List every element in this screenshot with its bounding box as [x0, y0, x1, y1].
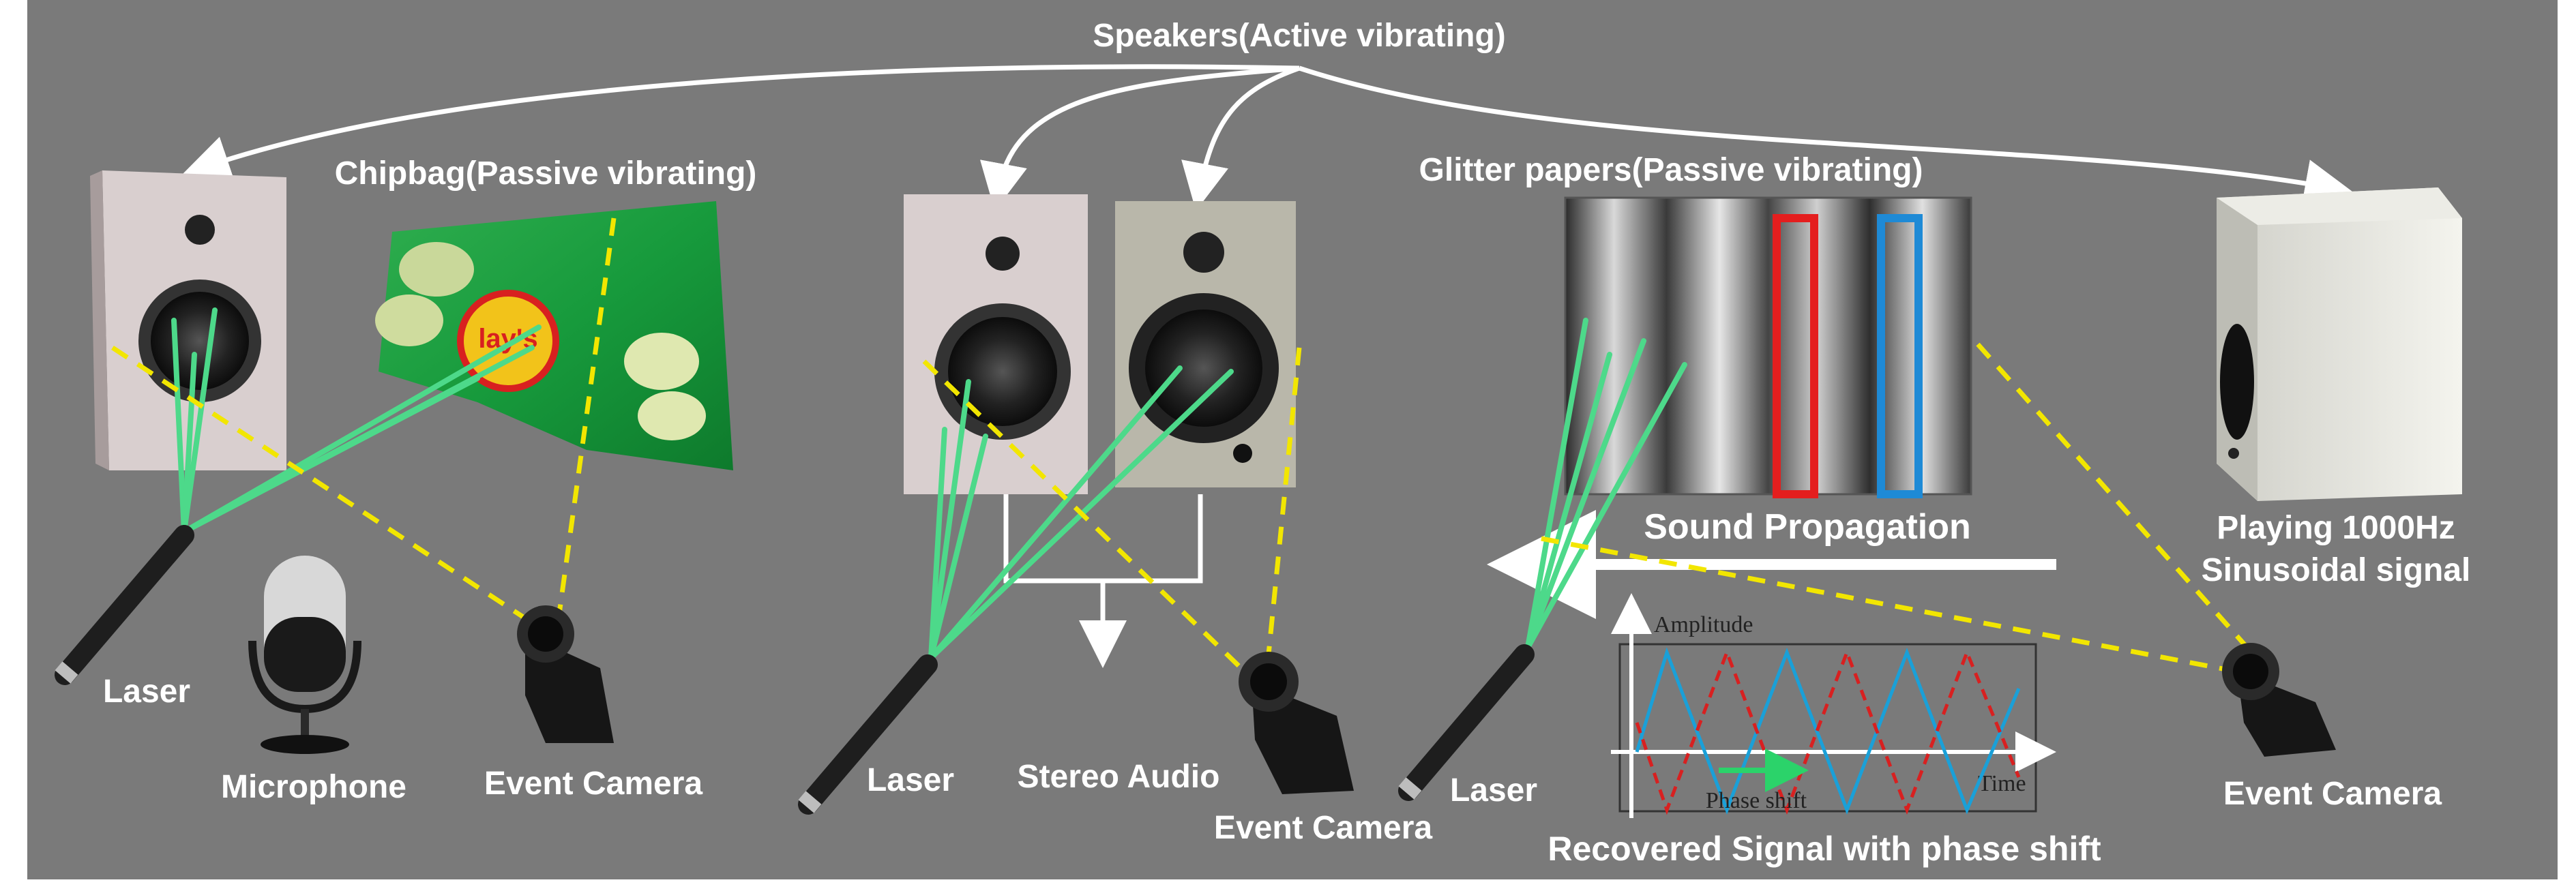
event-camera-icon — [1239, 652, 1354, 794]
speakers-label: Speakers(Active vibrating) — [1093, 18, 1506, 54]
speaker-icon — [904, 194, 1088, 494]
playing-label-line1: Playing 1000Hz — [2217, 510, 2455, 546]
laser-label-1: Laser — [103, 674, 190, 710]
camera-sightlines-1 — [111, 217, 617, 629]
blue-region-box — [1877, 214, 1923, 498]
microphone-icon — [248, 556, 361, 754]
chipbag-icon: lay's — [375, 201, 733, 470]
stereo-audio-label: Stereo Audio — [1018, 759, 1220, 795]
signal-wave-red — [1635, 647, 2021, 815]
event-camera-icon — [517, 605, 614, 743]
signal-wave-blue — [1635, 647, 2021, 815]
arrow-to-speaker-3 — [1181, 65, 1301, 211]
recovered-signal-label: Recovered Signal with phase shift — [1548, 830, 2101, 868]
glitter-label: Glitter papers(Passive vibrating) — [1419, 152, 1923, 188]
phase-shift-annotation: Phase shift — [1706, 788, 1807, 813]
phase-shift-plot: Amplitude Time Phase shift — [1611, 593, 2056, 818]
arrow-to-speaker-2 — [980, 65, 1300, 211]
laser-beams-1 — [171, 307, 542, 534]
speaker-icon — [1115, 201, 1296, 487]
stereo-connector — [1003, 494, 1203, 668]
speaker-arrows — [181, 64, 2353, 211]
event-camera-icon — [2222, 643, 2336, 757]
plot-ylabel: Amplitude — [1654, 612, 1753, 637]
speaker-icon — [2217, 187, 2462, 501]
laser-pointer-icon — [798, 654, 938, 815]
event-camera-label-2: Event Camera — [1214, 810, 1432, 846]
arrow-to-speaker-4 — [1298, 65, 2353, 207]
laser-pointer-icon — [1398, 644, 1535, 801]
microphone-label: Microphone — [221, 769, 406, 805]
sound-propagation-label: Sound Propagation — [1644, 507, 1971, 547]
laser-beams-3 — [1525, 318, 1687, 650]
laser-pointer-icon — [55, 525, 194, 685]
laser-beams-2 — [928, 365, 1234, 661]
event-camera-label-3: Event Camera — [2223, 776, 2442, 812]
laser-label-3: Laser — [1450, 772, 1537, 809]
arrow-to-speaker-1 — [181, 64, 1300, 182]
red-region-box — [1773, 214, 1818, 498]
playing-label-line2: Sinusoidal signal — [2202, 552, 2471, 588]
chipbag-label: Chipbag(Passive vibrating) — [335, 155, 757, 192]
event-camera-label-1: Event Camera — [484, 766, 702, 802]
camera-sightlines-3 — [1541, 342, 2249, 674]
camera-sightlines-2 — [922, 347, 1302, 677]
laser-label-2: Laser — [867, 762, 954, 798]
glitter-paper-icon — [1564, 196, 1972, 496]
